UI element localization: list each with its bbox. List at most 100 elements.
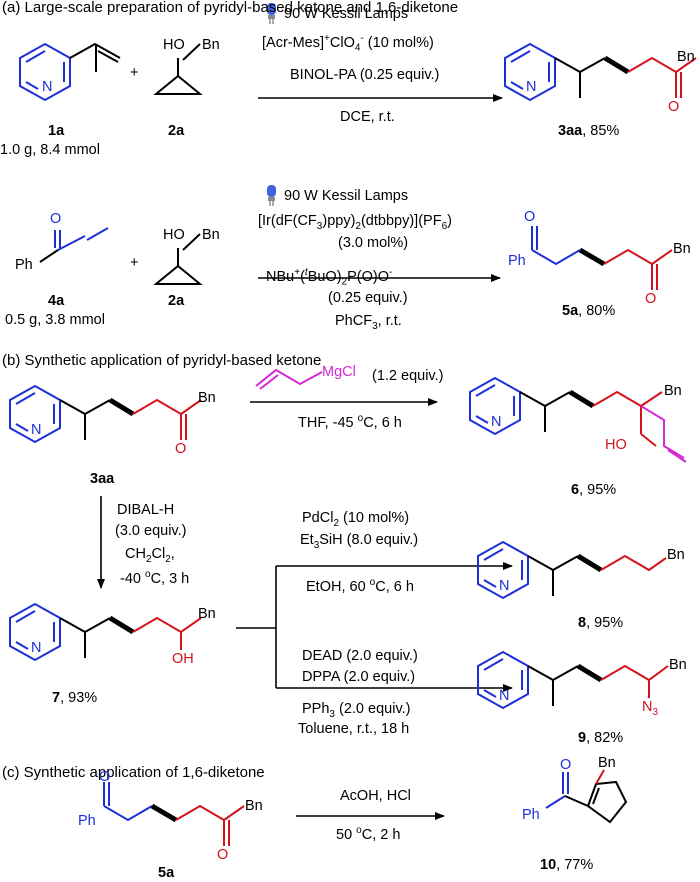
atom-O-5a-c: O <box>99 769 111 785</box>
product-6-label: 6, 95% <box>571 482 617 498</box>
conditions-5-l2: Et3SiH (8.0 equiv.) <box>300 532 419 551</box>
atom-Bn-9: Bn <box>669 657 687 673</box>
atom-Ph-10: Ph <box>522 807 540 823</box>
atom-N-6: N <box>491 414 502 430</box>
product-7-red <box>132 616 202 650</box>
catalyst-2: [Ir(dF(CF3)ppy)2(dtbbpy)](PF6) <box>258 213 452 232</box>
compound-4a-ph-bond <box>39 249 59 263</box>
lamp-text-1: 90 W Kessil Lamps <box>284 6 409 22</box>
label-2a-b: 2a <box>168 293 185 309</box>
label-1a: 1a <box>48 123 65 139</box>
atom-Bn-3aa: Bn <box>677 49 695 65</box>
atom-Bn-5a-c: Bn <box>245 798 263 814</box>
product-9-red <box>600 664 669 698</box>
atom-N-7: N <box>31 640 42 656</box>
atom-HO-2a: HO <box>163 37 185 53</box>
atom-HO-6: HO <box>605 437 627 453</box>
conditions-5-l3: EtOH, 60 oC, 6 h <box>306 577 414 595</box>
product-8-pyridine <box>477 540 529 600</box>
additive-1: BINOL-PA (0.25 equiv.) <box>290 67 440 83</box>
conditions-6-l1: DEAD (2.0 equiv.) <box>302 648 418 664</box>
catalyst-2-loading: (3.0 mol%) <box>338 235 409 251</box>
atom-Bn-10: Bn <box>598 755 616 771</box>
atom-O-10: O <box>560 757 572 773</box>
atom-Bn-7: Bn <box>198 606 216 622</box>
catalyst-1: [Acr-Mes]+ClO4- (10 mol%) <box>262 33 434 54</box>
atom-Bn-3aa-sm: Bn <box>198 390 216 406</box>
compound-4a-structure <box>54 227 109 251</box>
atom-HO-2a-b: HO <box>163 227 185 243</box>
conditions-4-l4: -40 oC, 3 h <box>120 569 190 587</box>
product-7-pyridine <box>9 602 61 662</box>
label-2a: 2a <box>168 123 185 139</box>
branch-lines <box>236 566 277 688</box>
atom-O-5a: O <box>524 209 536 225</box>
atom-Ph-5a-c: Ph <box>78 813 96 829</box>
atom-O2-5a: O <box>645 291 657 307</box>
product-10-label: 10, 77% <box>540 857 594 873</box>
atom-O-4a: O <box>50 211 62 227</box>
atom-N-3aa: N <box>526 79 537 95</box>
plus-sign-2: + <box>130 255 139 271</box>
product-10-ketone <box>545 772 569 809</box>
product-6-pyridine <box>469 376 521 436</box>
section-a-title: (a) Large-scale preparation of pyridyl-b… <box>2 0 459 16</box>
plus-sign-1: + <box>130 65 139 81</box>
label-4a: 4a <box>48 293 65 309</box>
atom-Ph-5a: Ph <box>508 253 526 269</box>
conditions-4-l3: CH2Cl2, <box>125 546 175 565</box>
product-8-label: 8, 95% <box>578 615 624 631</box>
conditions-7-l2: 50 oC, 2 h <box>336 825 401 843</box>
amount-4a: 0.5 g, 3.8 mmol <box>5 312 105 328</box>
product-6-red <box>592 390 663 447</box>
reagent-equiv: (1.2 equiv.) <box>372 368 444 384</box>
atom-Bn-8: Bn <box>667 547 685 563</box>
allyl-mgcl <box>255 368 323 390</box>
sm-5a-right <box>175 804 245 846</box>
atom-Bn-2a-b: Bn <box>202 227 220 243</box>
solvent-1: DCE, r.t. <box>340 109 395 125</box>
product-5a-mid <box>578 247 606 267</box>
atom-O-3aa-sm: O <box>175 441 187 457</box>
product-10-ring <box>564 780 628 824</box>
atom-Bn-2a: Bn <box>202 37 220 53</box>
lamp-icon <box>267 185 276 206</box>
product-8-red <box>600 554 667 572</box>
atom-Ph-4a: Ph <box>15 257 33 273</box>
lamp-icon <box>267 3 276 24</box>
reagent-mgcl: MgCl <box>322 364 356 380</box>
conditions-5-l1: PdCl2 (10 mol%) <box>302 510 410 529</box>
compound-2a-structure-b <box>153 233 203 285</box>
additive-2: NBu+(tBuO)2P(O)O- <box>266 267 393 288</box>
conditions-7-l1: AcOH, HCl <box>340 788 411 804</box>
product-5a-right <box>603 248 673 290</box>
atom-N3-9: N3 <box>642 699 659 718</box>
atom-O-3aa: O <box>668 99 680 115</box>
conditions-3: THF, -45 oC, 6 h <box>298 413 402 431</box>
atom-O2-5a-c: O <box>217 847 229 863</box>
conditions-6-l4: Toluene, r.t., 18 h <box>298 721 410 737</box>
sm-3aa-ketone <box>132 398 202 440</box>
product-9-chain <box>527 665 579 706</box>
label-3aa-sm: 3aa <box>90 471 115 487</box>
conditions-6-l3: PPh3 (2.0 equiv.) <box>302 701 411 720</box>
product-7-label: 7, 93% <box>52 690 98 706</box>
amount-1a: 1.0 g, 8.4 mmol <box>0 142 100 158</box>
additive-2-equiv: (0.25 equiv.) <box>328 290 408 306</box>
product-10-bn-bond <box>595 769 605 785</box>
atom-N-1a: N <box>42 79 53 95</box>
product-9-label: 9, 82% <box>578 730 624 746</box>
product-3aa-pyridine <box>504 42 556 102</box>
atom-N-9: N <box>499 688 510 704</box>
section-b-title: (b) Synthetic application of pyridyl-bas… <box>2 352 322 369</box>
atom-Bn-5a: Bn <box>673 241 691 257</box>
atom-OH-7: OH <box>172 651 194 667</box>
solvent-2: PhCF3, r.t. <box>335 313 402 332</box>
atom-Bn-6: Bn <box>664 383 682 399</box>
product-3aa-chain <box>554 57 606 98</box>
product-3aa-label: 3aa, 85% <box>558 123 620 139</box>
product-3aa-ketone <box>627 56 697 98</box>
atom-N-8: N <box>499 578 510 594</box>
